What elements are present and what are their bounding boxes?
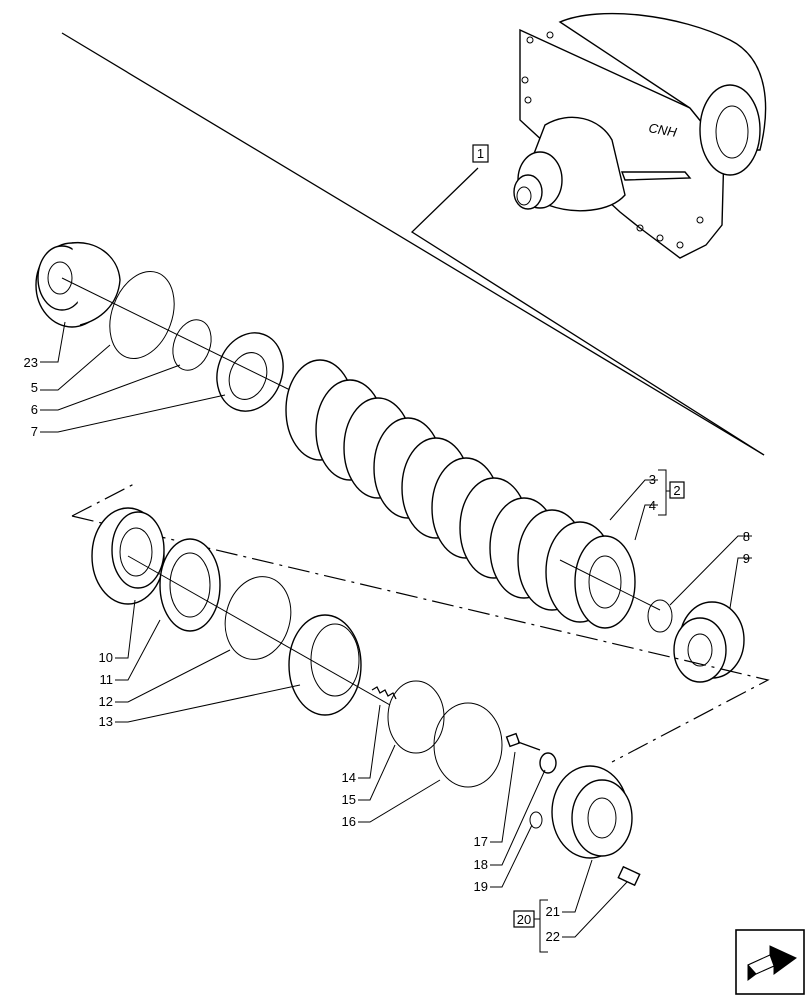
part-14-spring — [371, 686, 397, 700]
callout-17[interactable]: 17 — [474, 834, 488, 849]
part-15-o-ring — [387, 680, 445, 754]
part-8-ring — [647, 599, 673, 633]
part-23-piston-housing — [35, 241, 121, 328]
part-17-bolt — [505, 732, 541, 751]
part-5-snap-ring — [109, 270, 175, 360]
next-page-arrow-icon[interactable] — [735, 929, 805, 995]
part-7-end-plate — [216, 332, 284, 412]
callout-18[interactable]: 18 — [474, 857, 488, 872]
callout-4[interactable]: 4 — [649, 498, 656, 513]
clutch-disc-stack — [285, 359, 636, 629]
callout-14[interactable]: 14 — [342, 770, 356, 785]
part-13-piston-cylinder — [288, 614, 362, 716]
callout-15[interactable]: 15 — [342, 792, 356, 807]
callout-3[interactable]: 3 — [649, 472, 656, 487]
callout-19[interactable]: 19 — [474, 879, 488, 894]
callout-7[interactable]: 7 — [31, 424, 38, 439]
callout-16[interactable]: 16 — [342, 814, 356, 829]
callout-12[interactable]: 12 — [99, 694, 113, 709]
part-19-o-ring — [529, 811, 543, 829]
callout-13[interactable]: 13 — [99, 714, 113, 729]
callout-6[interactable]: 6 — [31, 402, 38, 417]
part-16-o-ring — [433, 702, 503, 788]
callout-21[interactable]: 21 — [546, 904, 560, 919]
callout-23[interactable]: 23 — [24, 355, 38, 370]
callout-11[interactable]: 11 — [100, 672, 114, 687]
callout-22[interactable]: 22 — [546, 929, 560, 944]
part-18-washer — [539, 752, 557, 774]
housing-logo: CNH — [647, 120, 678, 140]
part-11-bearing — [159, 538, 221, 632]
callout-2[interactable]: 2 — [673, 483, 680, 498]
part-12-seal-ring — [224, 576, 292, 660]
callout-10[interactable]: 10 — [99, 650, 113, 665]
callout-5[interactable]: 5 — [31, 380, 38, 395]
part-21-cover — [551, 765, 633, 859]
callout-1[interactable]: 1 — [477, 146, 484, 161]
part-22-screw — [617, 865, 641, 887]
callout-9[interactable]: 9 — [743, 551, 750, 566]
part-6-circlip — [172, 319, 212, 371]
transmission-housing: CNH 1 — [61, 12, 767, 456]
callout-20[interactable]: 20 — [517, 912, 531, 927]
part-9-gear — [673, 601, 745, 683]
callout-8[interactable]: 8 — [743, 529, 750, 544]
